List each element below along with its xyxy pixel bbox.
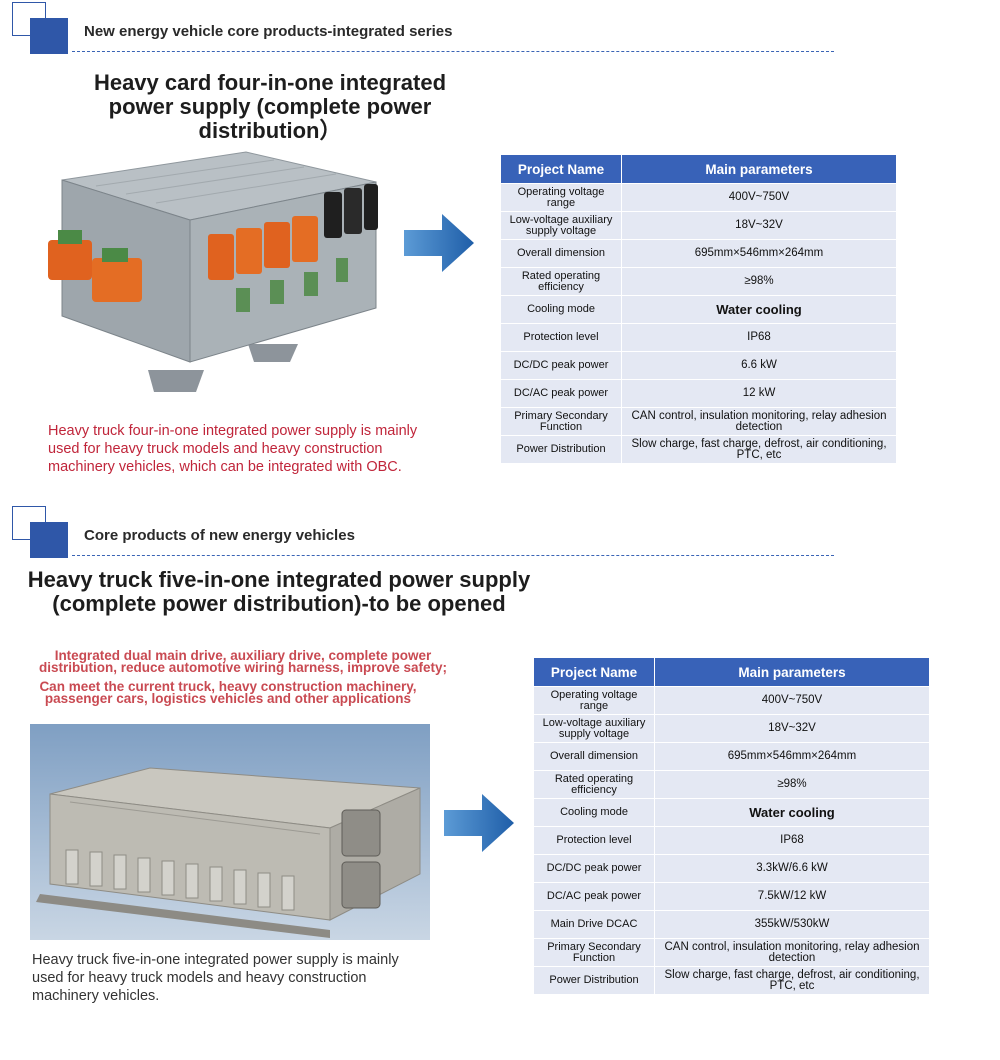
param-value: 6.6 kW: [621, 351, 897, 380]
product1-image: [36, 148, 398, 398]
param-value: Water cooling: [654, 798, 930, 827]
header-divider: [72, 555, 834, 556]
param-value: 400V~750V: [621, 183, 897, 212]
param-value: CAN control, insulation monitoring, rela…: [621, 407, 897, 436]
param-value: Water cooling: [621, 295, 897, 324]
param-value: Slow charge, fast charge, defrost, air c…: [654, 966, 930, 995]
param-value: CAN control, insulation monitoring, rela…: [654, 938, 930, 967]
param-label: DC/DC peak power: [533, 854, 655, 883]
product2-feature-2: Can meet the current truck, heavy constr…: [39, 679, 417, 706]
param-label: Operating voltage range: [500, 183, 622, 212]
param-label: Primary Secondary Function: [500, 407, 622, 436]
param-value: ≥98%: [621, 267, 897, 296]
param-label: Primary Secondary Function: [533, 938, 655, 967]
param-value: 12 kW: [621, 379, 897, 408]
section2-header-title: Core products of new energy vehicles: [84, 527, 355, 544]
param-value: Slow charge, fast charge, defrost, air c…: [621, 435, 897, 464]
param-label: Overall dimension: [500, 239, 622, 268]
param-value: 400V~750V: [654, 686, 930, 715]
param-value: 18V~32V: [621, 211, 897, 240]
param-label: Cooling mode: [500, 295, 622, 324]
param-label: Low-voltage auxiliary supply voltage: [533, 714, 655, 743]
column-header: Main parameters: [621, 154, 897, 184]
table-header-row: Project Name Main parameters: [500, 154, 897, 184]
table-row: Rated operating efficiency≥98%: [533, 770, 930, 799]
param-label: Operating voltage range: [533, 686, 655, 715]
param-value: IP68: [621, 323, 897, 352]
product2-image: [30, 724, 430, 940]
param-value: IP68: [654, 826, 930, 855]
column-header: Project Name: [533, 657, 655, 687]
param-label: Overall dimension: [533, 742, 655, 771]
param-label: Protection level: [500, 323, 622, 352]
param-label: Power Distribution: [500, 435, 622, 464]
arrow-icon: [404, 214, 474, 272]
param-label: DC/AC peak power: [533, 882, 655, 911]
table-row: Rated operating efficiency≥98%: [500, 267, 897, 296]
product1-title: Heavy card four-in-one integrated power …: [93, 70, 447, 143]
param-label: Rated operating efficiency: [500, 267, 622, 296]
param-value: 18V~32V: [654, 714, 930, 743]
param-label: Power Distribution: [533, 966, 655, 995]
table-header-row: Project Name Main parameters: [533, 657, 930, 687]
param-value: 695mm×546mm×264mm: [621, 239, 897, 268]
product2-feature-1: Integrated dual main drive, auxiliary dr…: [38, 648, 448, 675]
param-label: Cooling mode: [533, 798, 655, 827]
param-label: Rated operating efficiency: [533, 770, 655, 799]
product2-title: Heavy truck five-in-one integrated power…: [27, 567, 531, 616]
param-value: 3.3kW/6.6 kW: [654, 854, 930, 883]
section2-header: Core products of new energy vehicles: [0, 506, 840, 558]
param-value: 695mm×546mm×264mm: [654, 742, 930, 771]
param-label: Low-voltage auxiliary supply voltage: [500, 211, 622, 240]
header-square-fill: [30, 18, 68, 54]
param-label: Main Drive DCAC: [533, 910, 655, 939]
column-header: Main parameters: [654, 657, 930, 687]
column-header: Project Name: [500, 154, 622, 184]
header-divider: [72, 51, 834, 52]
param-value: ≥98%: [654, 770, 930, 799]
section1-header-title: New energy vehicle core products-integra…: [84, 23, 453, 40]
param-label: DC/AC peak power: [500, 379, 622, 408]
param-value: 355kW/530kW: [654, 910, 930, 939]
param-label: Protection level: [533, 826, 655, 855]
arrow-icon: [444, 794, 514, 852]
param-label: DC/DC peak power: [500, 351, 622, 380]
product2-params-table: Project Name Main parameters Operating v…: [533, 657, 930, 995]
section1-header: New energy vehicle core products-integra…: [0, 2, 840, 54]
product1-params-table: Project Name Main parameters Operating v…: [500, 154, 897, 464]
param-value: 7.5kW/12 kW: [654, 882, 930, 911]
product1-description: Heavy truck four-in-one integrated power…: [48, 423, 418, 475]
header-square-fill: [30, 522, 68, 558]
product2-description: Heavy truck five-in-one integrated power…: [32, 952, 399, 1004]
